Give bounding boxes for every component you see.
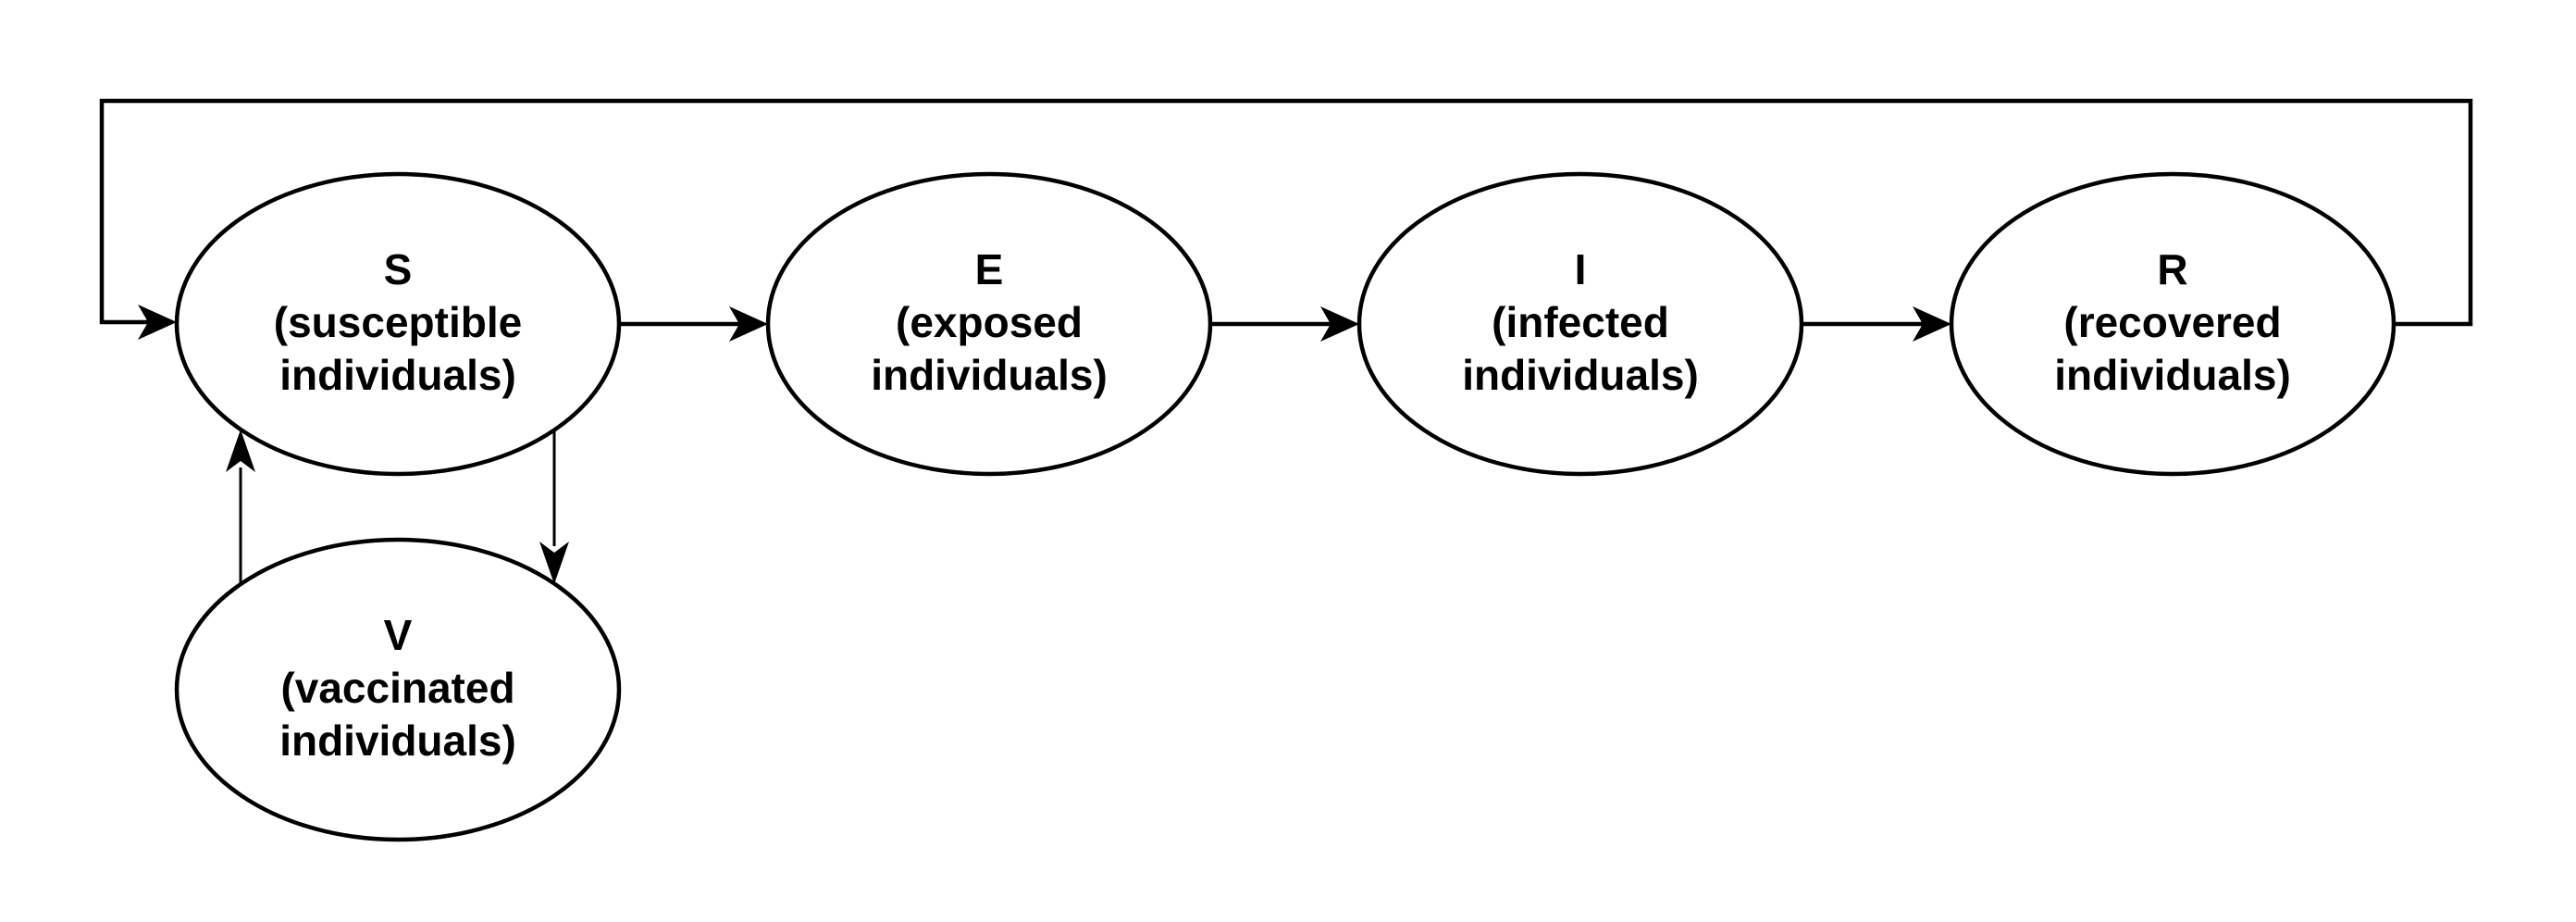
node-v-ellipse: [174, 537, 622, 842]
node-e-sub1: (exposed: [896, 298, 1083, 346]
node-s-letter: S: [384, 245, 413, 293]
node-e: E (exposed individuals): [765, 171, 1213, 477]
node-e-sub2: individuals): [871, 351, 1108, 399]
node-s-sub1: (susceptible: [274, 298, 522, 346]
edge-r-to-s-loop: [99, 98, 2473, 340]
edge-e-to-i-arrowhead: [1320, 306, 1359, 342]
node-r-ellipse: [1949, 171, 2396, 477]
node-v-letter: V: [384, 611, 413, 659]
node-i-letter: I: [1575, 245, 1587, 293]
node-v: V (vaccinated individuals): [174, 537, 622, 842]
node-r-sub2: individuals): [2054, 351, 2291, 399]
node-e-ellipse: [765, 171, 1213, 477]
edge-i-to-r-arrowhead: [1913, 306, 1951, 342]
edge-e-to-i: [1210, 306, 1359, 342]
edge-s-to-e-arrowhead: [729, 306, 768, 342]
node-r: R (recovered individuals): [1949, 171, 2396, 477]
node-i-sub1: (infected: [1492, 298, 1669, 346]
node-i-sub2: individuals): [1462, 351, 1699, 399]
edge-s-to-v: [539, 430, 569, 584]
node-v-sub1: (vaccinated: [280, 664, 514, 712]
node-r-letter: R: [2157, 245, 2187, 293]
node-i-ellipse: [1356, 171, 1804, 477]
edge-v-to-s: [226, 430, 255, 584]
edge-i-to-r: [1802, 306, 1951, 342]
edge-r-to-s-loop-line: [99, 98, 2473, 327]
edge-r-to-s-arrowhead: [138, 305, 177, 340]
node-s: S (susceptible individuals): [174, 171, 622, 477]
edge-s-to-v-arrowhead: [539, 542, 569, 584]
node-s-sub2: individuals): [279, 351, 516, 399]
edge-v-to-s-arrowhead: [226, 430, 255, 472]
node-i: I (infected individuals): [1356, 171, 1804, 477]
edge-s-to-e: [619, 306, 768, 342]
node-r-sub1: (recovered: [2063, 298, 2281, 346]
node-v-sub2: individuals): [279, 716, 516, 765]
node-s-ellipse: [174, 171, 622, 477]
node-e-letter: E: [975, 245, 1004, 293]
